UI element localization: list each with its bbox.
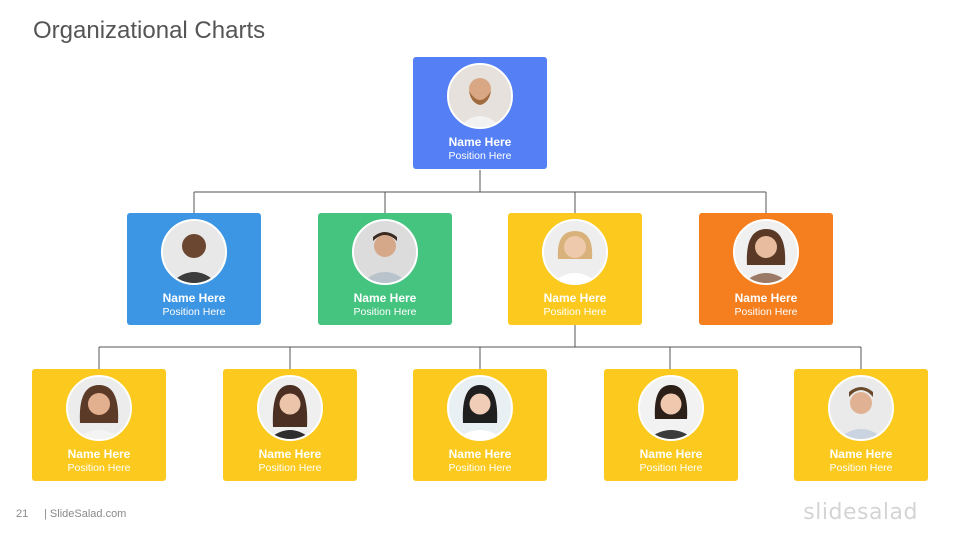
org-card-middle-4[interactable]: Name Here Position Here xyxy=(699,213,833,325)
avatar-photo xyxy=(66,375,132,441)
page-number: 21 xyxy=(16,508,29,520)
person-position: Position Here xyxy=(258,462,322,474)
slide-title: Organizational Charts xyxy=(33,17,266,44)
person-position: Position Here xyxy=(829,462,893,474)
org-card-top[interactable]: Name Here Position Here xyxy=(413,57,547,169)
avatar-photo xyxy=(542,219,608,285)
person-name: Name Here xyxy=(448,447,512,461)
org-card-bottom-3[interactable]: Name Here Position Here xyxy=(413,369,547,481)
person-position: Position Here xyxy=(543,306,607,318)
avatar-photo xyxy=(352,219,418,285)
person-position: Position Here xyxy=(734,306,798,318)
brand-logo: slidesalad xyxy=(803,500,918,525)
org-card-middle-2[interactable]: Name Here Position Here xyxy=(318,213,452,325)
org-card-middle-3[interactable]: Name Here Position Here xyxy=(508,213,642,325)
person-name: Name Here xyxy=(734,291,798,305)
person-position: Position Here xyxy=(448,150,512,162)
org-card-bottom-5[interactable]: Name Here Position Here xyxy=(794,369,928,481)
person-name: Name Here xyxy=(162,291,226,305)
person-name: Name Here xyxy=(829,447,893,461)
person-position: Position Here xyxy=(353,306,417,318)
avatar-photo xyxy=(638,375,704,441)
org-card-bottom-4[interactable]: Name Here Position Here xyxy=(604,369,738,481)
avatar-photo xyxy=(447,375,513,441)
org-card-middle-1[interactable]: Name Here Position Here xyxy=(127,213,261,325)
avatar-photo xyxy=(257,375,323,441)
person-name: Name Here xyxy=(67,447,131,461)
avatar-photo xyxy=(161,219,227,285)
footer-site-link[interactable]: | SlideSalad.com xyxy=(44,508,127,520)
person-name: Name Here xyxy=(258,447,322,461)
org-card-bottom-1[interactable]: Name Here Position Here xyxy=(32,369,166,481)
person-position: Position Here xyxy=(448,462,512,474)
person-position: Position Here xyxy=(67,462,131,474)
person-name: Name Here xyxy=(543,291,607,305)
person-position: Position Here xyxy=(162,306,226,318)
avatar-photo xyxy=(828,375,894,441)
avatar-photo xyxy=(733,219,799,285)
org-card-bottom-2[interactable]: Name Here Position Here xyxy=(223,369,357,481)
person-name: Name Here xyxy=(448,135,512,149)
person-name: Name Here xyxy=(353,291,417,305)
person-name: Name Here xyxy=(639,447,703,461)
person-position: Position Here xyxy=(639,462,703,474)
avatar-photo xyxy=(447,63,513,129)
